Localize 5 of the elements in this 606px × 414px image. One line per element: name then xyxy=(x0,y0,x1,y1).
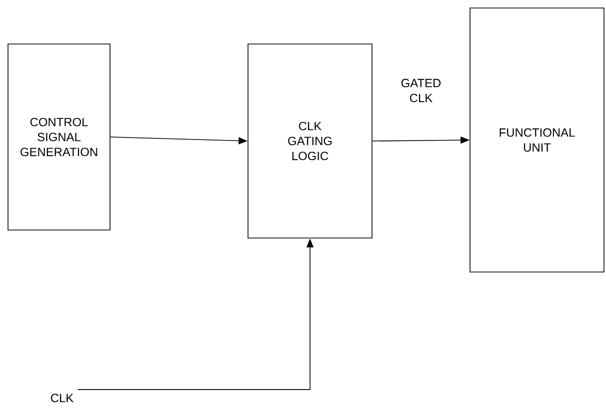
process-box: FUNCTIONAL UNIT xyxy=(470,8,604,272)
process-box: CONTROL SIGNAL GENERATION xyxy=(8,44,110,230)
signal-label: CLK xyxy=(50,394,74,402)
edge-label: GATED CLK xyxy=(395,78,447,104)
process-box: CLK GATING LOGIC xyxy=(248,44,372,238)
